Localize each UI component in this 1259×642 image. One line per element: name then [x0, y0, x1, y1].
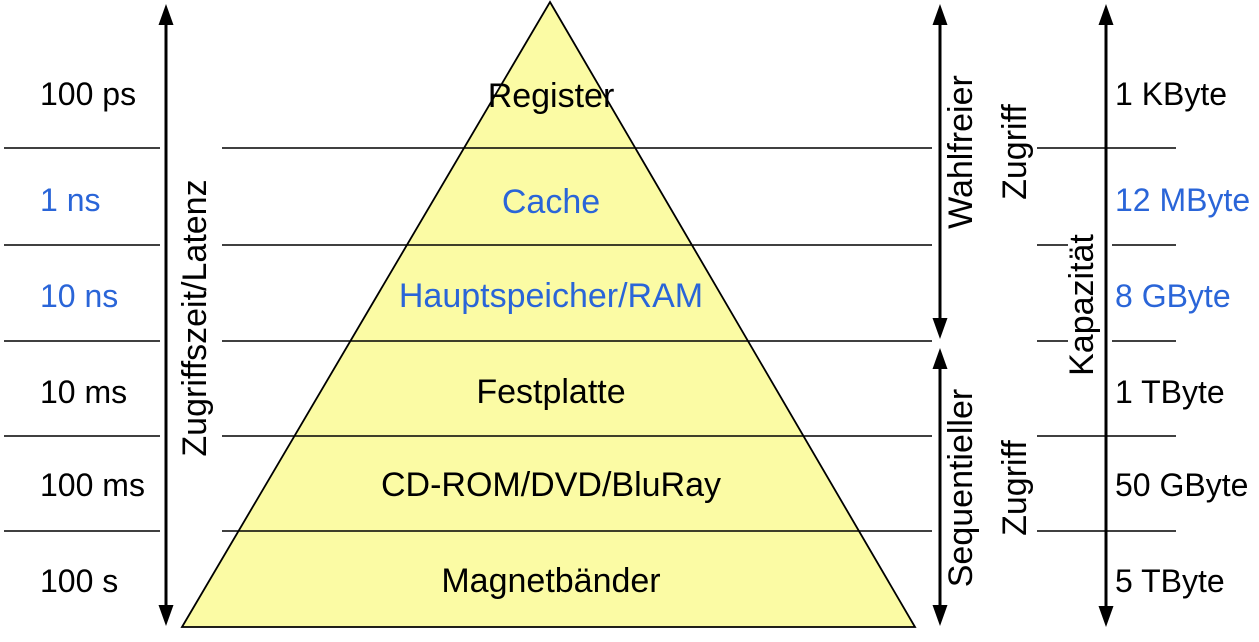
random-access-label-line2: Zugriff	[996, 104, 1034, 200]
latency-value-100ps: 100 ps	[40, 76, 136, 112]
random-access-label-line1: Wahlfreier	[942, 75, 980, 229]
arrowhead-down	[158, 605, 174, 626]
arrowhead-down	[932, 318, 948, 339]
capacity-value-12mbyte: 12 MByte	[1115, 182, 1250, 218]
latency-axis-arrow	[158, 4, 174, 626]
capacity-value-5tbyte: 5 TByte	[1115, 563, 1225, 599]
arrowhead-up	[932, 4, 948, 25]
sequential-access-label-line2: Zugriff	[996, 440, 1034, 536]
capacity-axis-label: Kapazität	[1063, 234, 1101, 376]
arrowhead-down	[932, 605, 948, 626]
pyramid-level-register: Register	[488, 77, 615, 115]
sequential-access-label-line1: Sequentieller	[942, 389, 980, 587]
pyramid-level-cache: Cache	[502, 183, 600, 221]
arrowhead-up	[932, 348, 948, 369]
random-access-arrow	[932, 4, 948, 339]
latency-value-100ms: 100 ms	[40, 467, 145, 503]
pyramid-level-festplatte: Festplatte	[476, 373, 625, 411]
sequential-access-arrow	[932, 348, 948, 626]
latency-value-10ns: 10 ns	[40, 278, 118, 314]
pyramid-level-ram: Hauptspeicher/RAM	[399, 277, 703, 315]
pyramid-level-magnetbaender: Magnetbänder	[441, 562, 660, 600]
latency-value-10ms: 10 ms	[40, 374, 127, 410]
arrowhead-down	[1098, 606, 1114, 627]
pyramid-shape	[180, 0, 917, 628]
arrowhead-up	[1098, 4, 1114, 25]
capacity-value-1tbyte: 1 TByte	[1115, 374, 1225, 410]
capacity-value-1kbyte: 1 KByte	[1115, 76, 1227, 112]
arrowhead-up	[158, 4, 174, 25]
latency-value-1ns: 1 ns	[40, 182, 100, 218]
latency-axis-label: Zugriffszeit/Latenz	[176, 179, 214, 456]
capacity-value-50gbyte: 50 GByte	[1115, 467, 1248, 503]
capacity-value-8gbyte: 8 GByte	[1115, 278, 1231, 314]
latency-value-100s: 100 s	[40, 563, 118, 599]
capacity-axis-arrow	[1098, 4, 1114, 627]
pyramid-level-cdrom-dvd-bluray: CD-ROM/DVD/BluRay	[381, 466, 721, 504]
